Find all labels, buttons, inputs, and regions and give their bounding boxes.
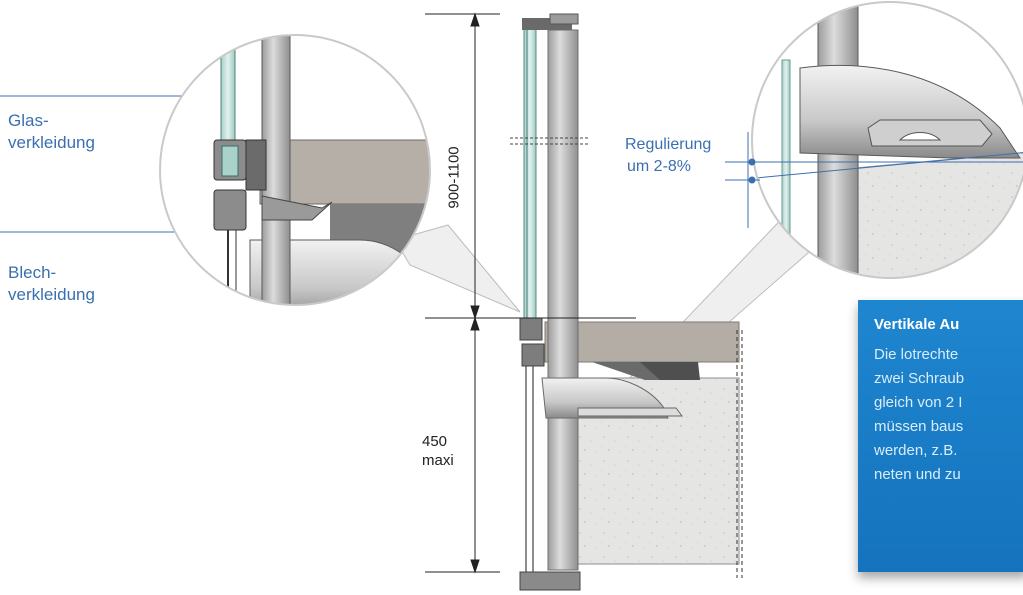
info-box-line: müssen baus xyxy=(874,418,964,435)
dimension-lower-label: 450 maxi xyxy=(422,433,454,469)
info-box-line: werden, z.B. xyxy=(874,442,958,459)
regulierung-indicator xyxy=(725,132,1023,228)
dimension-upper-label: 900-1100 xyxy=(445,146,463,209)
info-box-title: Vertikale Au xyxy=(874,316,960,333)
label-glasverkleidung: Glas- verkleidung xyxy=(8,111,95,152)
info-box: Vertikale Au Die lotrechte zwei Schraub … xyxy=(858,300,1023,572)
info-box-line: neten und zu xyxy=(874,466,961,483)
label-blechverkleidung: Blech- verkleidung xyxy=(8,263,95,304)
label-regulierung: Regulierung um 2-8% xyxy=(625,136,712,175)
info-box-line: zwei Schraub xyxy=(874,370,965,387)
info-box-line: Die lotrechte xyxy=(874,346,959,363)
dimension-lines xyxy=(425,12,636,574)
callout-wedge-left xyxy=(394,224,521,313)
detail-magnifier-left xyxy=(159,34,431,306)
info-box-line: gleich von 2 I xyxy=(874,394,963,411)
main-section xyxy=(510,13,743,591)
label-leader-lines xyxy=(0,95,208,233)
